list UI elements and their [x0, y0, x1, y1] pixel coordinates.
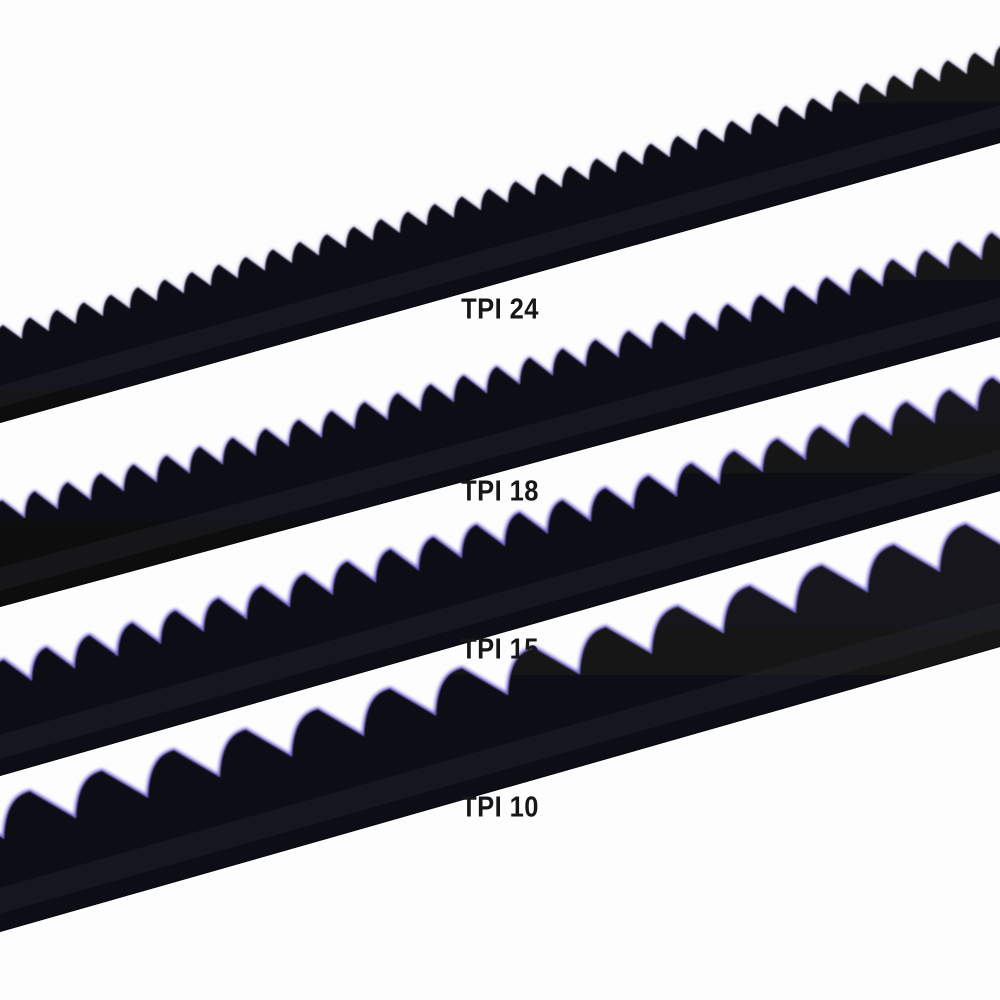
- tpi-10-label: TPI 10: [461, 791, 539, 824]
- blade-tpi-24-sheen: [0, 66, 1000, 447]
- blade-tpi-15-back-edge: [0, 450, 1000, 816]
- blade-tpi-15-sheen: [0, 409, 1000, 799]
- tpi-18-label: TPI 18: [461, 475, 539, 508]
- blade-tpi-10-sheen: [0, 562, 1000, 954]
- tpi-15-label: TPI 15: [461, 633, 539, 666]
- blade-tpi-18-sheen: [0, 259, 1000, 629]
- tpi-24-label: TPI 24: [461, 293, 539, 326]
